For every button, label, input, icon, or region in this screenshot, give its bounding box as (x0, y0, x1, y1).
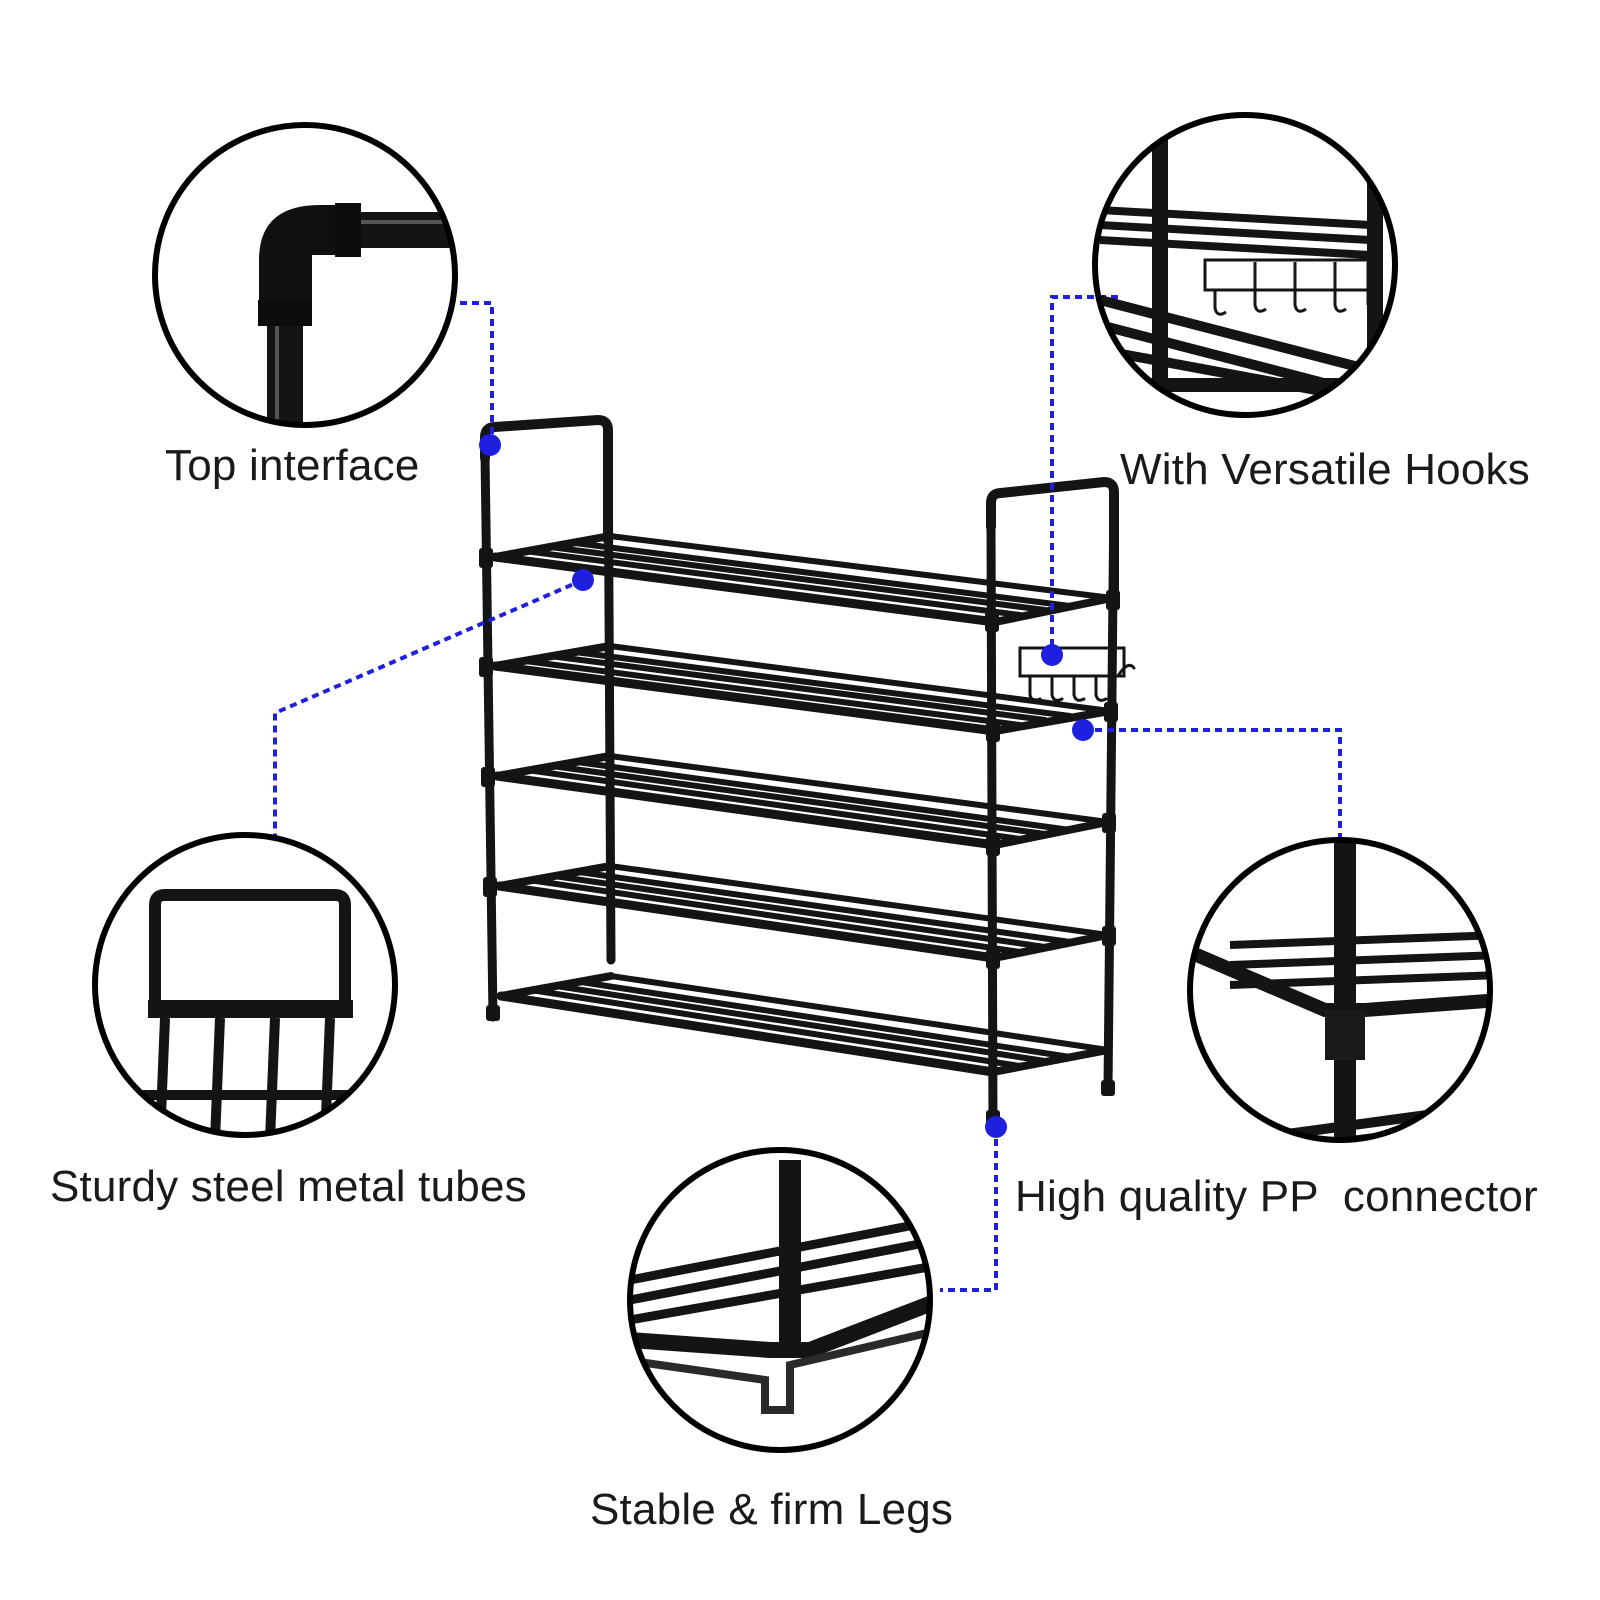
shelf-5 (496, 972, 1112, 1077)
shelf-3 (492, 752, 1112, 850)
dot-hooks (1041, 644, 1063, 666)
shoe-rack (479, 414, 1136, 1133)
detail-legs (627, 1147, 933, 1453)
shelf-1 (490, 532, 1116, 627)
shelf-4 (494, 862, 1112, 963)
dot-legs (985, 1116, 1007, 1138)
dot-top-interface (479, 434, 501, 456)
callout-connector: High quality PP connector (1015, 1172, 1538, 1221)
detail-tubes (92, 832, 398, 1138)
detail-hooks (1092, 112, 1398, 418)
callout-top-interface: Top interface (165, 441, 420, 490)
callout-hooks: With Versatile Hooks (1120, 445, 1530, 494)
shelf-2 (490, 642, 1114, 736)
leader-dots (479, 434, 1094, 1138)
hook-bar (1018, 646, 1136, 702)
top-handle-left (480, 414, 613, 545)
callout-legs: Stable & firm Legs (590, 1485, 954, 1534)
callout-tubes: Sturdy steel metal tubes (50, 1162, 527, 1211)
pp-connectors (479, 548, 1120, 1130)
leader-lines (273, 295, 1342, 1292)
dot-connector (1072, 719, 1094, 741)
detail-top-interface (152, 122, 458, 428)
detail-connector (1187, 837, 1493, 1143)
dot-tubes (572, 569, 594, 591)
